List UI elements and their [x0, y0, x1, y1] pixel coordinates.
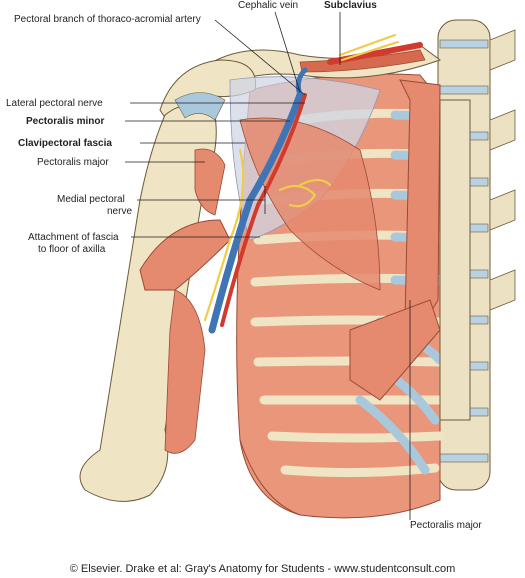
label-clavipectoral-fascia: Clavipectoral fascia	[18, 138, 112, 149]
label-pectoralis-major-right: Pectoralis major	[410, 520, 482, 531]
label-cephalic-vein: Cephalic vein	[238, 0, 299, 11]
label-subclavius: Subclavius	[324, 0, 377, 11]
pectoralis-major-insertion	[194, 148, 226, 216]
label-attachment-fascia-line2: to floor of axilla	[38, 244, 106, 255]
pectoralis-major-cut-left	[139, 219, 231, 291]
humeral-head-cartilage	[174, 92, 226, 121]
label-lateral-pectoral-nerve: Lateral pectoral nerve	[6, 98, 103, 109]
label-medial-pectoral-nerve-line2: nerve	[107, 206, 133, 217]
axillary-artery	[220, 93, 307, 327]
lower-thorax-edge	[239, 439, 301, 516]
label-pectoralis-major-left: Pectoralis major	[37, 157, 109, 168]
copyright-credit: © Elsevier. Drake et al: Gray's Anatomy …	[69, 563, 456, 575]
label-attachment-fascia-line1: Attachment of fascia	[28, 232, 119, 243]
leader-lines	[125, 11, 411, 520]
label-pectoralis-minor: Pectoralis minor	[26, 116, 105, 127]
arm-muscles	[164, 289, 206, 454]
label-pectoral-branch: Pectoral branch of thoraco-acromial arte…	[14, 14, 201, 25]
label-medial-pectoral-nerve-line1: Medial pectoral	[57, 194, 125, 205]
cephalic-vein-vessel	[295, 67, 308, 98]
brachial-plexus-nerves	[203, 33, 400, 322]
